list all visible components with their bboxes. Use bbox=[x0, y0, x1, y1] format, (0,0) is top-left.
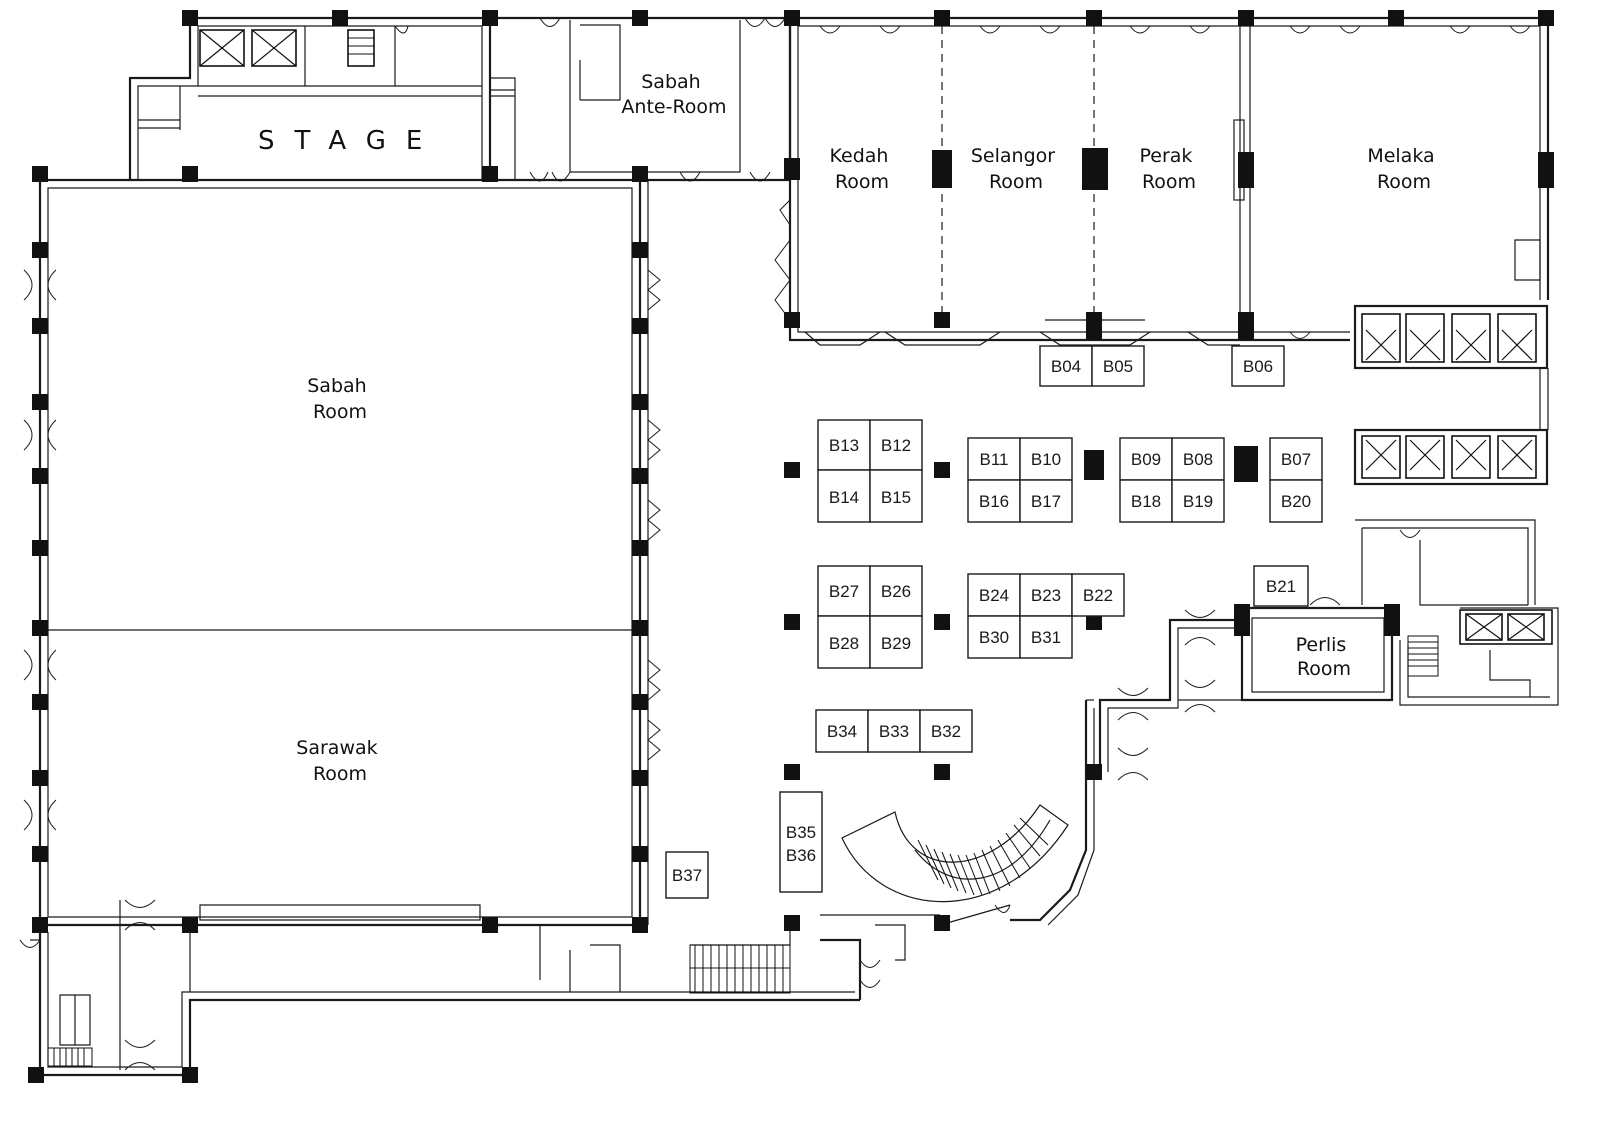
svg-text:B21: B21 bbox=[1266, 577, 1296, 596]
booth-b37[interactable]: B37 bbox=[665, 851, 709, 899]
melaka-room-label: Melaka Room bbox=[1367, 145, 1440, 193]
svg-text:B08: B08 bbox=[1183, 450, 1213, 469]
booth-b17[interactable]: B17 bbox=[1019, 479, 1073, 523]
kedah-room-label: Kedah Room bbox=[830, 145, 895, 193]
booth-b10[interactable]: B10 bbox=[1019, 437, 1073, 481]
perlis-room-label: Perlis Room bbox=[1296, 634, 1353, 680]
svg-text:B19: B19 bbox=[1183, 492, 1213, 511]
booth-b28[interactable]: B28 bbox=[817, 615, 871, 669]
booth-b13[interactable]: B13 bbox=[817, 419, 871, 471]
svg-text:B04: B04 bbox=[1051, 357, 1081, 376]
sabah-room-label: Sabah Room bbox=[307, 375, 373, 423]
svg-text:B10: B10 bbox=[1031, 450, 1061, 469]
svg-text:B23: B23 bbox=[1031, 586, 1061, 605]
booth-b27[interactable]: B27 bbox=[817, 565, 871, 617]
booth-b22[interactable]: B22 bbox=[1071, 573, 1125, 617]
booth-b23[interactable]: B23 bbox=[1019, 573, 1073, 617]
booth-b11[interactable]: B11 bbox=[967, 437, 1021, 481]
sabah-ante-room-label: Sabah Ante-Room bbox=[621, 71, 726, 118]
booth-b34[interactable]: B34 bbox=[815, 709, 869, 753]
svg-text:B22: B22 bbox=[1083, 586, 1113, 605]
columns bbox=[28, 10, 1554, 1083]
booth-b05[interactable]: B05 bbox=[1091, 345, 1145, 387]
booth-b12[interactable]: B12 bbox=[869, 419, 923, 471]
svg-text:B11: B11 bbox=[980, 450, 1009, 469]
booth-b19[interactable]: B19 bbox=[1171, 479, 1225, 523]
svg-text:B13: B13 bbox=[829, 436, 859, 455]
svg-text:B20: B20 bbox=[1281, 492, 1311, 511]
booth-b33[interactable]: B33 bbox=[867, 709, 921, 753]
booth-b30[interactable]: B30 bbox=[967, 615, 1021, 659]
svg-text:B37: B37 bbox=[672, 866, 702, 885]
svg-text:B32: B32 bbox=[931, 722, 961, 741]
booth-b32[interactable]: B32 bbox=[919, 709, 973, 753]
booth-b09[interactable]: B09 bbox=[1119, 437, 1173, 481]
booth-b29[interactable]: B29 bbox=[869, 615, 923, 669]
svg-text:B35: B35 bbox=[786, 823, 816, 842]
svg-text:B34: B34 bbox=[827, 722, 857, 741]
svg-text:B18: B18 bbox=[1131, 492, 1161, 511]
svg-text:B17: B17 bbox=[1031, 492, 1061, 511]
room-labels: STAGE Sabah Ante-Room Kedah Room Selango… bbox=[258, 71, 1440, 785]
booth-b20[interactable]: B20 bbox=[1269, 479, 1323, 523]
doors bbox=[19, 17, 1531, 1071]
lift-bank-upper bbox=[1361, 313, 1537, 363]
svg-text:B33: B33 bbox=[879, 722, 909, 741]
booth-b35-b36[interactable]: B35 B36 bbox=[779, 791, 823, 893]
svg-text:B14: B14 bbox=[829, 488, 859, 507]
lift-bank-perlis bbox=[1459, 609, 1553, 645]
booth-b15[interactable]: B15 bbox=[869, 469, 923, 523]
svg-text:B36: B36 bbox=[786, 846, 816, 865]
booth-b31[interactable]: B31 bbox=[1019, 615, 1073, 659]
svg-text:B12: B12 bbox=[881, 436, 911, 455]
booth-b16[interactable]: B16 bbox=[967, 479, 1021, 523]
booth-b21[interactable]: B21 bbox=[1253, 565, 1309, 607]
svg-text:B06: B06 bbox=[1243, 357, 1273, 376]
perak-room-label: Perak Room bbox=[1140, 145, 1199, 193]
stage-lifts bbox=[199, 29, 375, 67]
svg-text:B30: B30 bbox=[979, 628, 1009, 647]
booth-b24[interactable]: B24 bbox=[967, 573, 1021, 617]
booth-b18[interactable]: B18 bbox=[1119, 479, 1173, 523]
booth-b08[interactable]: B08 bbox=[1171, 437, 1225, 481]
curved-staircase bbox=[841, 804, 1069, 903]
stage-label: STAGE bbox=[258, 126, 442, 156]
stairs bbox=[47, 29, 1439, 1067]
svg-text:B29: B29 bbox=[881, 634, 911, 653]
svg-text:B28: B28 bbox=[829, 634, 859, 653]
sarawak-room-label: Sarawak Room bbox=[296, 737, 383, 785]
svg-text:B07: B07 bbox=[1281, 450, 1311, 469]
svg-text:B24: B24 bbox=[979, 586, 1009, 605]
svg-text:B26: B26 bbox=[881, 582, 911, 601]
booth-b26[interactable]: B26 bbox=[869, 565, 923, 617]
svg-text:B31: B31 bbox=[1031, 628, 1061, 647]
booth-b14[interactable]: B14 bbox=[817, 469, 871, 523]
svg-text:B15: B15 bbox=[881, 488, 911, 507]
svg-text:B09: B09 bbox=[1131, 450, 1161, 469]
booth-b06[interactable]: B06 bbox=[1231, 345, 1285, 387]
selangor-room-label: Selangor Room bbox=[971, 145, 1061, 193]
booths: B04 B05 B06 B13 B12 B14 B15 B11 B10 B16 … bbox=[665, 345, 1323, 899]
booth-b04[interactable]: B04 bbox=[1039, 345, 1093, 387]
svg-text:B16: B16 bbox=[979, 492, 1009, 511]
lift-bank-lower bbox=[1361, 435, 1537, 479]
svg-text:B27: B27 bbox=[829, 582, 859, 601]
svg-text:B05: B05 bbox=[1103, 357, 1133, 376]
booth-b07[interactable]: B07 bbox=[1269, 437, 1323, 481]
